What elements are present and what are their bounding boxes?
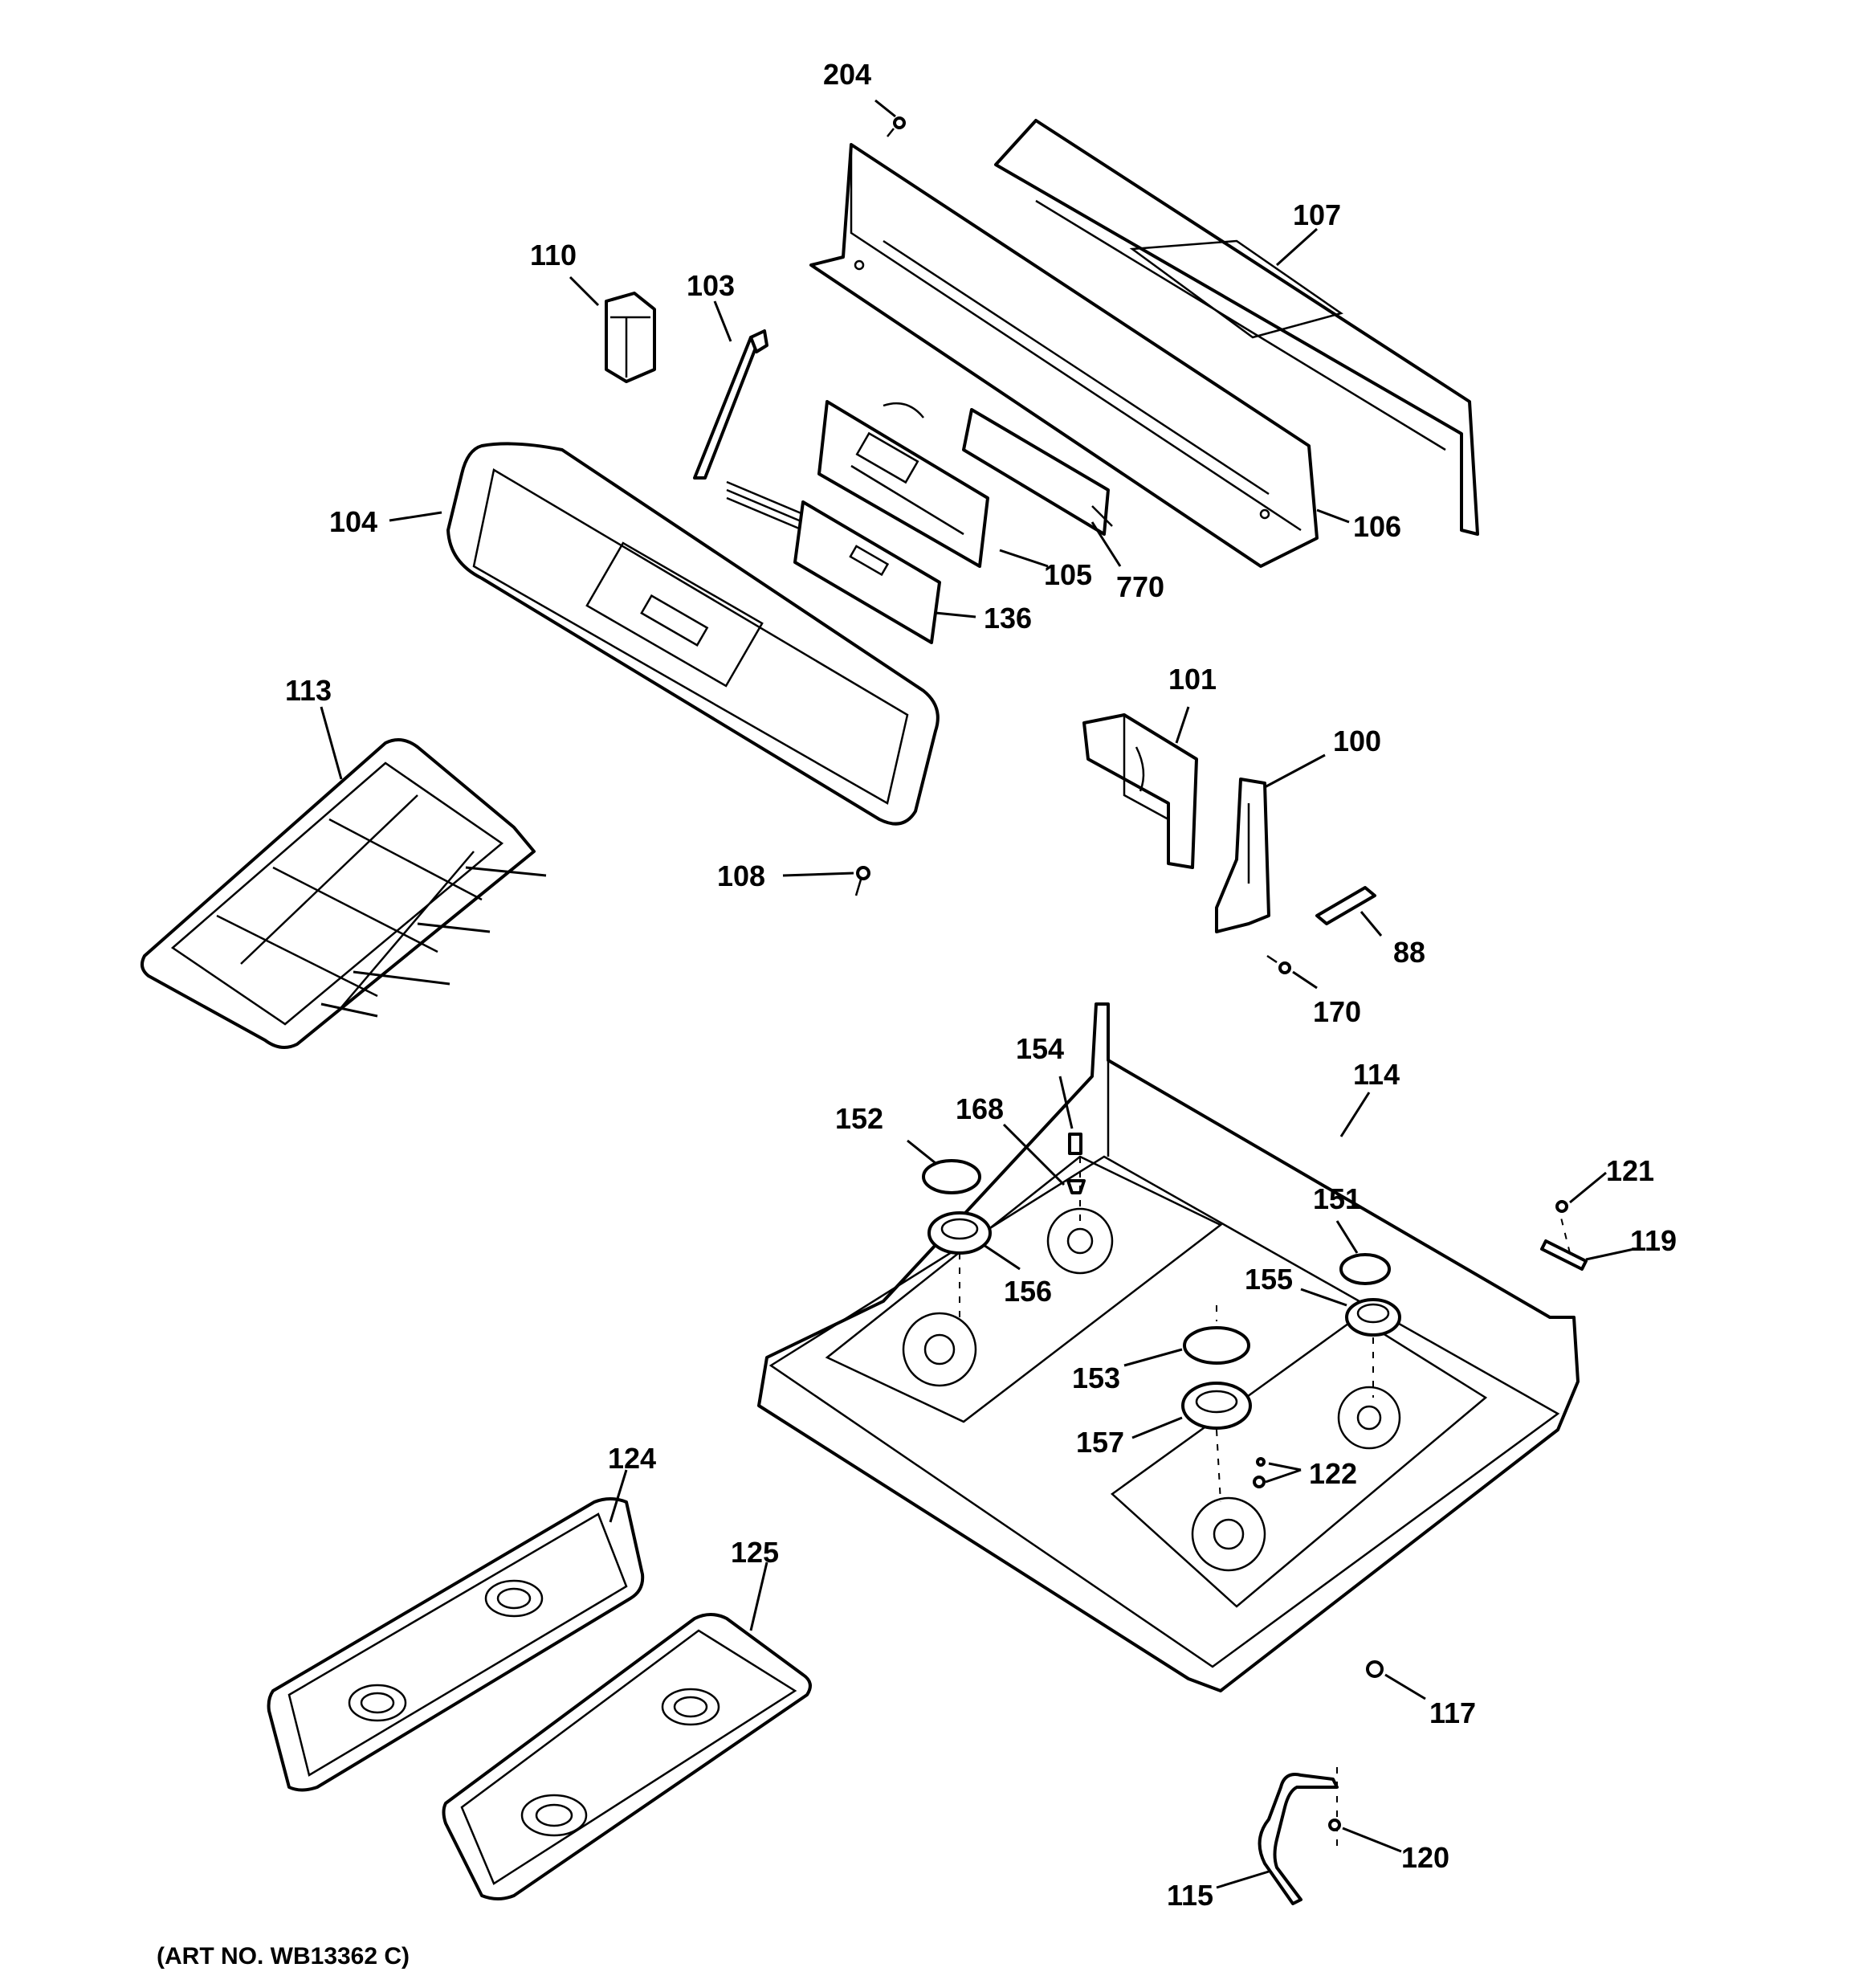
burner-head-155 xyxy=(1345,1298,1401,1337)
bracket-100 xyxy=(1215,778,1270,933)
alignment-lines xyxy=(959,1157,1571,1847)
grate-113 xyxy=(140,738,547,1049)
screw-108-icon xyxy=(854,866,870,896)
label-125: 125 xyxy=(731,1536,779,1569)
screw-121-icon xyxy=(1555,1200,1568,1213)
label-170: 170 xyxy=(1313,995,1361,1028)
cooktop-114 xyxy=(757,1002,1580,1692)
relay-110 xyxy=(605,292,656,383)
label-121: 121 xyxy=(1606,1154,1654,1187)
bracket-119 xyxy=(1540,1239,1588,1271)
label-152: 152 xyxy=(835,1102,883,1135)
label-108: 108 xyxy=(717,859,765,892)
leader-lines xyxy=(320,99,1635,1889)
label-156: 156 xyxy=(1004,1275,1052,1308)
label-119: 119 xyxy=(1630,1224,1677,1257)
part-88 xyxy=(1315,886,1376,925)
burner-cap-153 xyxy=(1183,1326,1250,1365)
control-panel-104 xyxy=(446,442,940,826)
bracket-103 xyxy=(693,329,768,480)
label-117: 117 xyxy=(1429,1696,1476,1729)
label-106: 106 xyxy=(1353,510,1401,543)
top-cover-107 xyxy=(994,119,1479,536)
label-103: 103 xyxy=(687,269,735,302)
label-120: 120 xyxy=(1401,1841,1449,1874)
label-100: 100 xyxy=(1333,725,1381,757)
label-113: 113 xyxy=(285,674,332,707)
label-114: 114 xyxy=(1353,1058,1400,1091)
tube-115 xyxy=(1258,1773,1339,1905)
bracket-770 xyxy=(962,408,1113,536)
burner-cap-152 xyxy=(922,1159,981,1194)
part-labels: 204 107 110 103 104 106 105 770 136 113 … xyxy=(157,58,1677,1970)
nut-117-icon xyxy=(1366,1660,1384,1678)
burner-pan-125 xyxy=(442,1613,812,1900)
shield-101 xyxy=(1082,713,1198,869)
label-124: 124 xyxy=(608,1442,656,1475)
label-154: 154 xyxy=(1016,1032,1064,1065)
art-number: (ART NO. WB13362 C) xyxy=(157,1943,410,1970)
label-115: 115 xyxy=(1167,1879,1213,1912)
rear-bracket-106 xyxy=(809,143,1319,568)
label-107: 107 xyxy=(1293,198,1341,231)
screw-120-icon xyxy=(1328,1819,1341,1831)
label-122: 122 xyxy=(1309,1457,1357,1490)
label-153: 153 xyxy=(1072,1361,1120,1394)
burner-pan-124 xyxy=(267,1497,645,1792)
screw-204-icon xyxy=(887,116,906,137)
label-155: 155 xyxy=(1245,1263,1293,1296)
orifice-168-icon xyxy=(1066,1179,1086,1194)
screw-170-icon xyxy=(1266,954,1291,974)
burner-cap-151 xyxy=(1339,1253,1391,1285)
label-101: 101 xyxy=(1168,663,1217,696)
label-151: 151 xyxy=(1313,1182,1361,1215)
label-168: 168 xyxy=(956,1092,1004,1125)
burner-head-157 xyxy=(1181,1382,1252,1430)
label-770: 770 xyxy=(1116,570,1164,603)
label-110: 110 xyxy=(530,239,577,271)
label-157: 157 xyxy=(1076,1426,1124,1459)
screw-122-icon xyxy=(1253,1457,1266,1488)
label-204: 204 xyxy=(823,58,871,91)
label-105: 105 xyxy=(1044,558,1092,591)
burner-head-156 xyxy=(927,1211,992,1255)
label-104: 104 xyxy=(329,505,377,538)
overlay-136 xyxy=(726,480,941,644)
orifice-154-icon xyxy=(1068,1133,1082,1155)
control-board-105 xyxy=(817,400,989,568)
label-88: 88 xyxy=(1393,936,1425,969)
label-136: 136 xyxy=(984,602,1032,635)
